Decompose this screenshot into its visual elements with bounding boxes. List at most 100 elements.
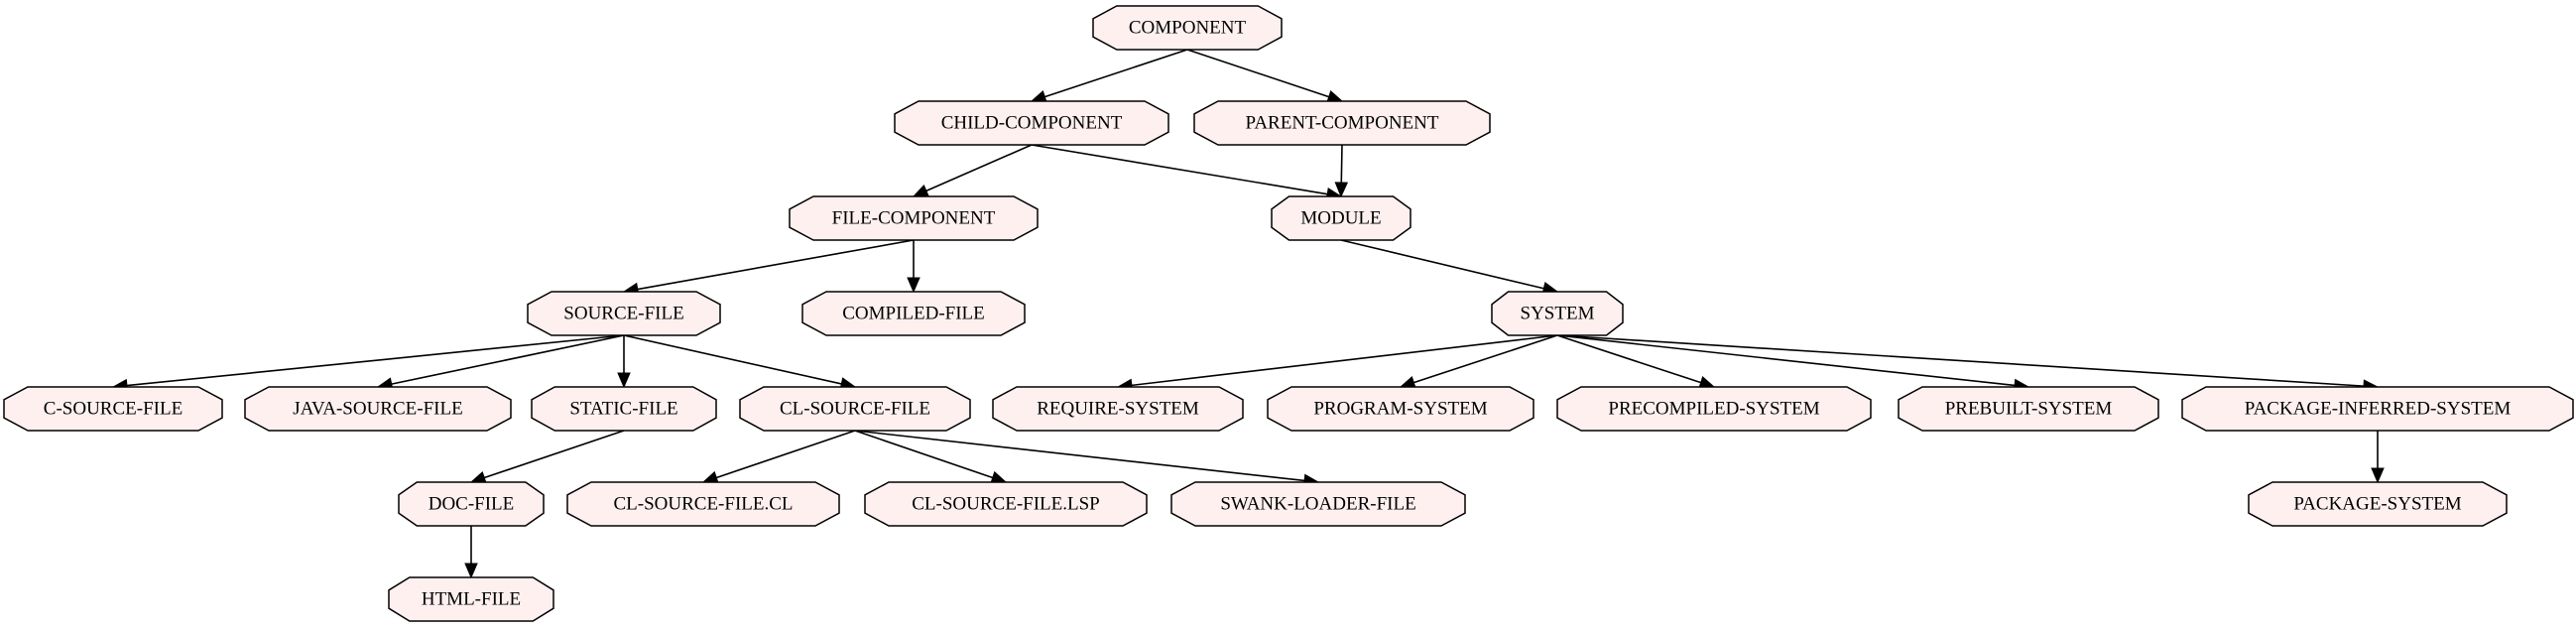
edge-cl-source-file-to-cl-source-file-lsp [854,430,1008,484]
edge-line [1340,144,1343,184]
node-label: PACKAGE-SYSTEM [2293,493,2461,514]
node-label: PREBUILT-SYSTEM [1945,398,2113,419]
octagon-node-shape [1267,386,1534,432]
edge-component-to-child-component [1030,49,1188,103]
edge-child-component-to-file-component [912,144,1033,197]
edge-line [854,430,994,479]
node-label: COMPONENT [1129,17,1247,38]
edge-doc-file-to-html-file [464,526,478,579]
edge-line [126,334,625,387]
edge-line [1340,239,1544,290]
octagon-node-shape [244,386,512,432]
node-label: COMPILED-FILE [842,303,985,323]
node-program-system: PROGRAM-SYSTEM [1267,386,1534,432]
edge-file-component-to-source-file [622,239,915,297]
edge-source-file-to-cl-source-file [623,334,857,391]
node-static-file: STATIC-FILE [531,386,717,432]
edge-static-file-to-doc-file [469,430,625,484]
octagon-node-shape [1556,386,1872,432]
octagon-node-shape [531,386,717,432]
node-file-component: FILE-COMPONENT [789,195,1039,241]
edge-line [637,239,915,291]
node-label: CL-SOURCE-FILE.LSP [912,493,1100,514]
node-label: STATIC-FILE [569,398,677,419]
node-c-source-file: C-SOURCE-FILE [3,386,223,432]
octagon-node-shape [894,100,1169,146]
octagon-node-shape [388,576,554,622]
arrowhead-icon [464,563,478,579]
node-label: CL-SOURCE-FILE.CL [613,493,793,514]
edge-system-to-program-system [1399,334,1558,389]
octagon-node-shape [2181,386,2574,432]
arrowhead-icon [907,277,920,294]
edge-cl-source-file-to-cl-source-file-cl [701,430,856,484]
octagon-node-shape [527,291,721,336]
edge-line [854,430,1305,482]
edge-package-inferred-system-to-package-system [2371,431,2385,484]
node-html-file: HTML-FILE [388,576,554,622]
node-cl-source-file-cl: CL-SOURCE-FILE.CL [566,481,840,527]
octagon-node-shape [1170,481,1466,527]
node-label: CL-SOURCE-FILE [780,398,930,419]
octagon-node-shape [2248,481,2508,527]
edge-system-to-package-inferred-system [1556,334,2380,393]
node-label: HTML-FILE [422,588,521,609]
node-label: C-SOURCE-FILE [44,398,183,419]
node-label: JAVA-SOURCE-FILE [293,398,462,419]
octagon-node-shape [1092,5,1283,51]
node-package-system: PACKAGE-SYSTEM [2248,481,2508,527]
node-child-component: CHILD-COMPONENT [894,100,1169,146]
edge-child-component-to-module [1031,144,1343,201]
node-prebuilt-system: PREBUILT-SYSTEM [1898,386,2159,432]
edge-line [1413,334,1558,384]
edge-line [925,144,1033,192]
edge-file-component-to-compiled-file [907,240,920,294]
node-label: REQUIRE-SYSTEM [1037,398,1199,419]
node-java-source-file: JAVA-SOURCE-FILE [244,386,512,432]
node-parent-component: PARENT-COMPONENT [1193,100,1491,146]
node-swank-loader-file: SWANK-LOADER-FILE [1170,481,1466,527]
node-label: MODULE [1300,207,1381,228]
node-label: FILE-COMPONENT [832,207,996,228]
edge-system-to-prebuilt-system [1556,334,2030,393]
octagon-node-shape [739,386,971,432]
octagon-node-shape [1193,100,1491,146]
edge-source-file-to-c-source-file [111,334,625,393]
node-cl-source-file: CL-SOURCE-FILE [739,386,971,432]
node-system: SYSTEM [1491,291,1624,336]
node-label: DOC-FILE [429,493,515,514]
nodes-layer: COMPONENT CHILD-COMPONENT PARENT-COMPONENT… [3,5,2574,622]
octagon-node-shape [566,481,840,527]
node-label: SYSTEM [1521,303,1595,323]
edge-component-to-parent-component [1186,49,1344,103]
octagon-node-shape [1491,291,1624,336]
node-source-file: SOURCE-FILE [527,291,721,336]
node-precompiled-system: PRECOMPILED-SYSTEM [1556,386,1872,432]
arrowhead-icon [2371,467,2385,484]
edge-source-file-to-java-source-file [376,334,625,391]
node-label: PARENT-COMPONENT [1246,112,1439,133]
node-label: CHILD-COMPONENT [941,112,1123,133]
octagon-node-shape [1898,386,2159,432]
octagon-node-shape [1271,195,1411,241]
edge-line [1044,49,1188,98]
node-doc-file: DOC-FILE [398,481,545,527]
arrowhead-icon [912,185,929,197]
octagon-node-shape [801,291,1026,336]
node-require-system: REQUIRE-SYSTEM [992,386,1244,432]
node-package-inferred-system: PACKAGE-INFERRED-SYSTEM [2181,386,2574,432]
edge-line [623,334,842,385]
edge-line [484,430,625,479]
octagon-node-shape [864,481,1148,527]
edge-line [391,334,625,385]
node-label: PROGRAM-SYSTEM [1313,398,1487,419]
node-module: MODULE [1271,195,1411,241]
edge-parent-component-to-module [1334,144,1349,198]
octagon-node-shape [398,481,545,527]
node-compiled-file: COMPILED-FILE [801,291,1026,336]
edge-line [1556,334,2016,387]
edge-line [1556,334,1701,384]
edge-line [1131,334,1558,387]
edge-line [1031,144,1328,195]
